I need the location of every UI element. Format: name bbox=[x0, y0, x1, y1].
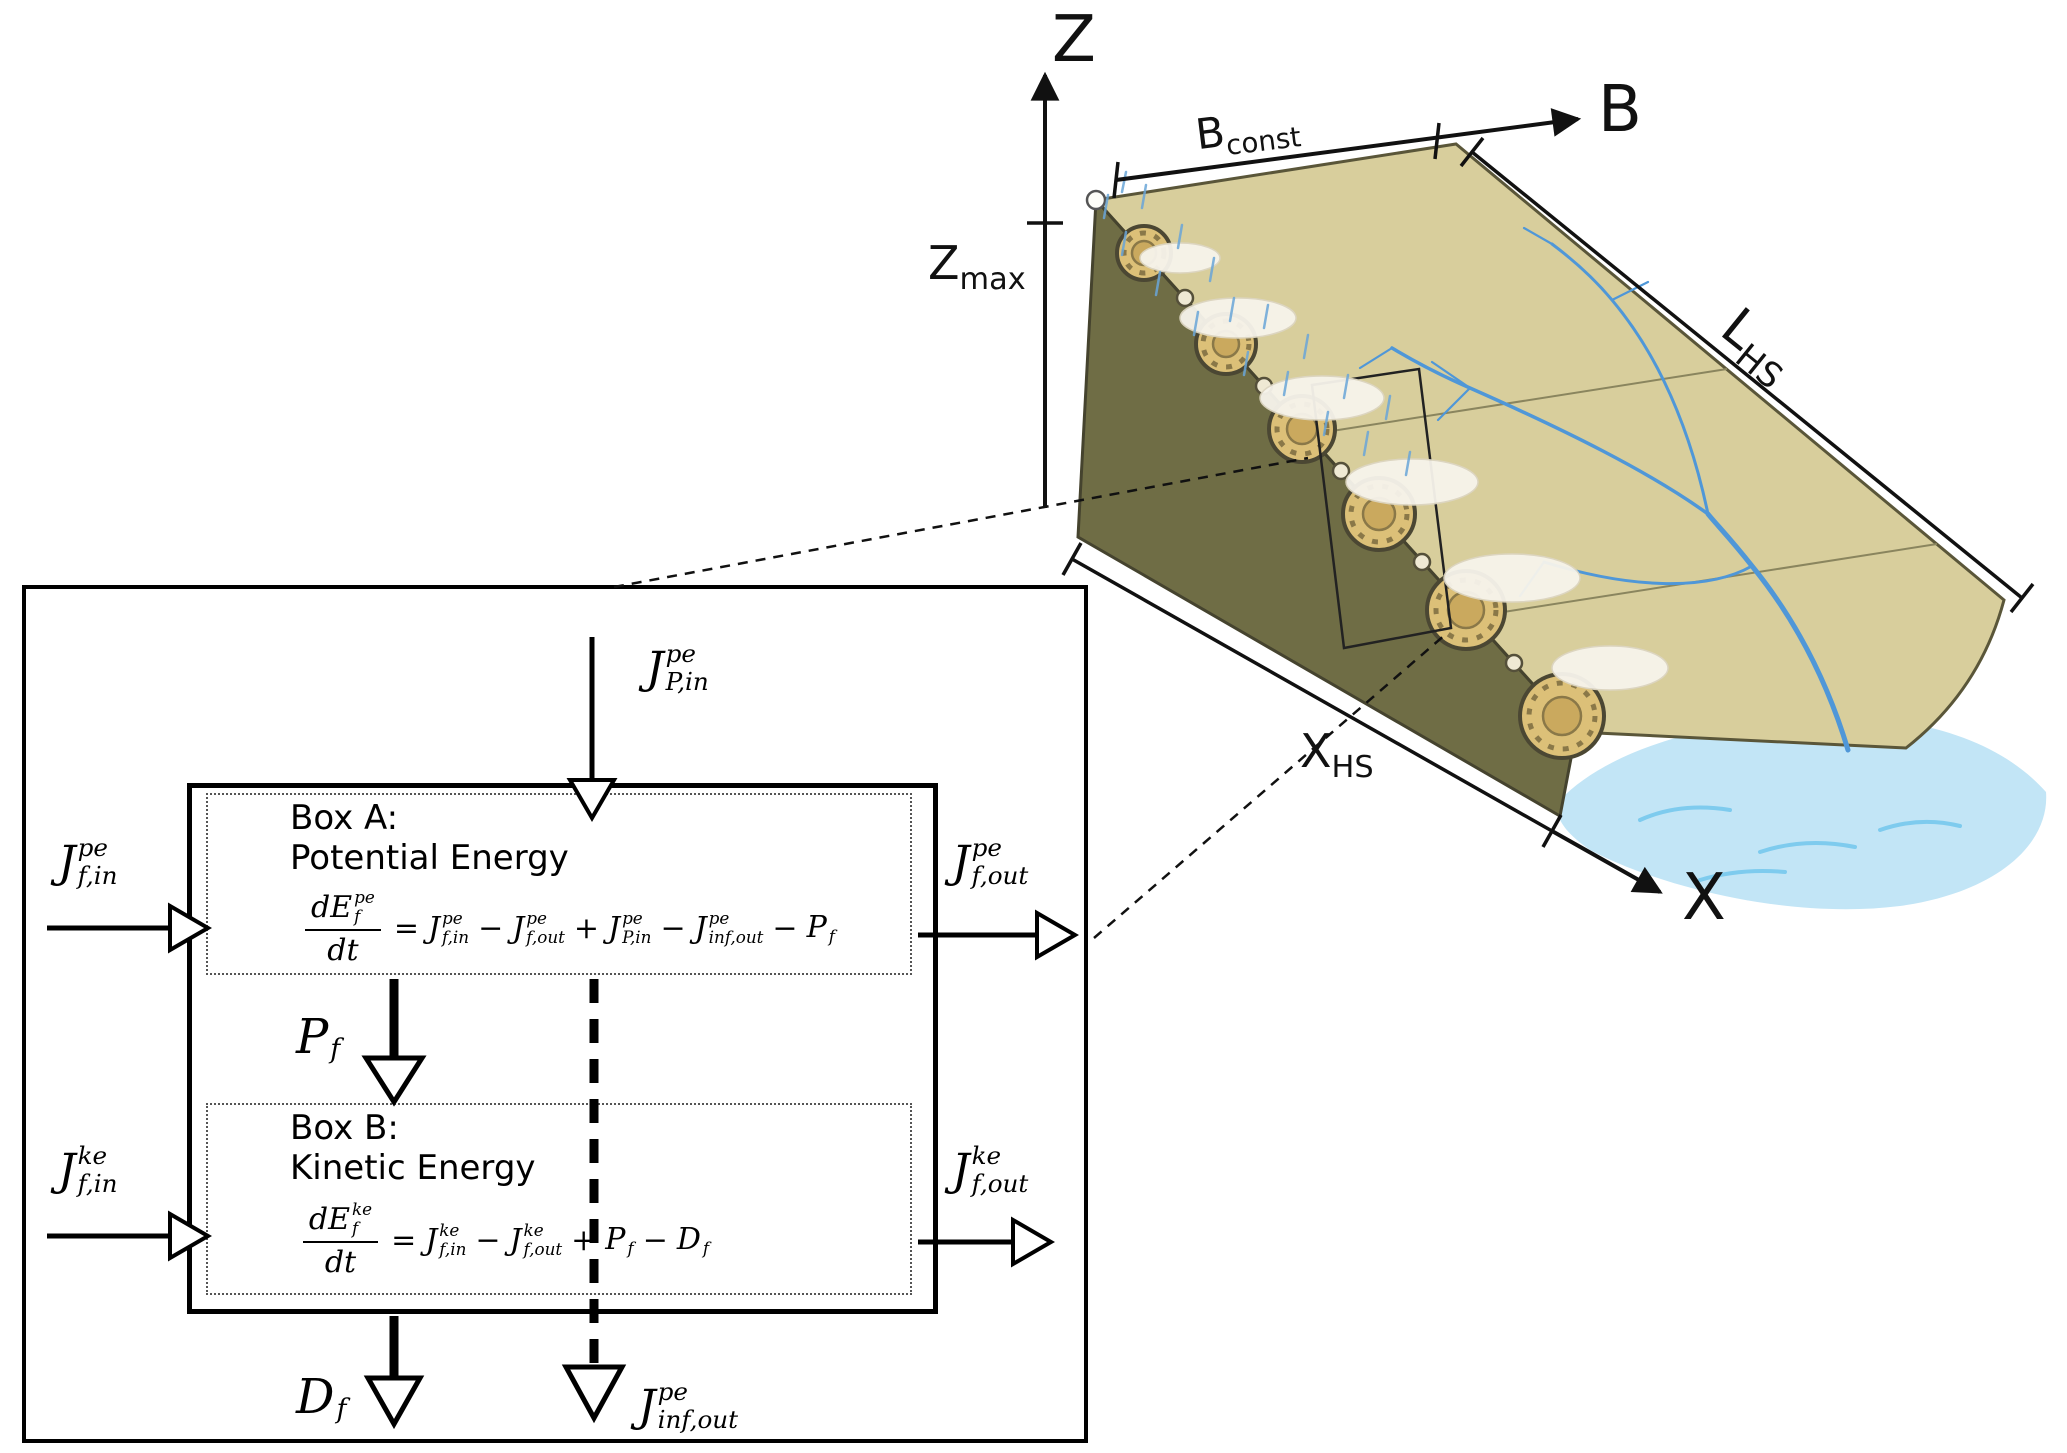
outer-system-box bbox=[22, 585, 1088, 1443]
highlighted-element-outline bbox=[1310, 367, 1453, 650]
water-body bbox=[1557, 716, 2047, 910]
box-b-kinetic-energy bbox=[206, 1103, 912, 1295]
water-wheel bbox=[1518, 672, 1606, 760]
flux-arrows bbox=[47, 637, 1079, 1430]
b-axis-dimension bbox=[1112, 108, 1582, 199]
rain-streaks bbox=[1102, 170, 1412, 477]
wheel-bearings bbox=[1175, 288, 1524, 673]
arrow-jf-in-pe bbox=[47, 902, 212, 954]
spring-source bbox=[1085, 189, 1107, 211]
zoom-connector-lines bbox=[613, 456, 1447, 939]
inner-system-box bbox=[187, 783, 938, 1314]
sea-shape bbox=[1557, 716, 2047, 910]
l-hs-dimension bbox=[1459, 136, 2035, 614]
arrow-p-f bbox=[361, 979, 427, 1107]
box-a-potential-energy bbox=[206, 793, 912, 975]
clouds bbox=[1139, 242, 1669, 691]
wave-lines bbox=[1638, 805, 1962, 882]
z-axis bbox=[1027, 71, 1063, 508]
arrow-j-inf-out bbox=[561, 979, 627, 1424]
arrow-jf-in-ke bbox=[47, 1210, 212, 1262]
hillslope-illustration bbox=[1076, 142, 2047, 910]
arrow-jf-out-ke bbox=[918, 1216, 1055, 1268]
arrow-jf-out-pe bbox=[918, 909, 1079, 961]
arrow-jp-in bbox=[566, 637, 618, 822]
axes-and-dimensions bbox=[1027, 71, 2035, 894]
arrow-d-f bbox=[363, 1316, 425, 1430]
x-hs-dimension-and-x-axis bbox=[1061, 542, 1663, 894]
